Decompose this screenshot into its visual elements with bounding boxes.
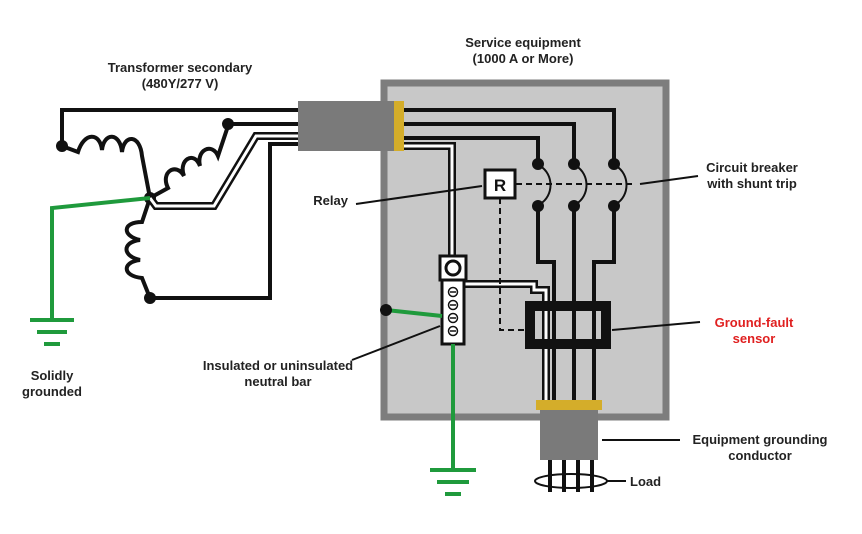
neutral-bar xyxy=(438,254,468,346)
phase-conductors-transformer xyxy=(60,108,300,300)
egc-label-line1: Equipment grounding xyxy=(692,432,827,447)
incoming-bushing xyxy=(394,101,404,151)
gfs-label-line2: sensor xyxy=(733,331,776,346)
neutral-bar-label-line2: neutral bar xyxy=(244,374,311,389)
transformer-grounding-conductor xyxy=(50,196,151,320)
ground-symbol-transformer xyxy=(30,318,74,346)
relay-control-wiring xyxy=(499,198,532,331)
transformer-label-line1: Transformer secondary xyxy=(108,60,253,75)
breaker-label-line2: with shunt trip xyxy=(706,176,797,191)
transformer-label-line2: (480Y/277 V) xyxy=(142,76,219,91)
solidly-grounded-label-line1: Solidly xyxy=(31,368,74,383)
breaker-label-line1: Circuit breaker xyxy=(706,160,798,175)
relay-box xyxy=(483,168,517,200)
egc-label-line2: conductor xyxy=(728,448,792,463)
outgoing-conduit xyxy=(540,410,598,460)
service-label-line1: Service equipment xyxy=(465,35,581,50)
load-group-ring xyxy=(534,473,608,489)
neutral-conductor-enclosure xyxy=(404,144,454,256)
load-label: Load xyxy=(630,474,661,489)
service-label-line2: (1000 A or More) xyxy=(473,51,574,66)
enclosure-bond-point xyxy=(380,304,392,316)
leader-lines xyxy=(351,175,701,482)
ground-fault-sensor xyxy=(525,301,611,349)
main-bonding-jumper xyxy=(385,308,443,318)
outgoing-bushing xyxy=(536,400,602,410)
neutral-bar-label-line1: Insulated or uninsulated xyxy=(203,358,353,373)
transformer-secondary xyxy=(56,118,234,304)
phase-conductors-enclosure xyxy=(404,108,616,163)
ground-symbol-service xyxy=(430,468,476,496)
solidly-grounded-label-line2: grounded xyxy=(22,384,82,399)
relay-letter: R xyxy=(494,176,506,195)
gfs-label-line1: Ground-fault xyxy=(715,315,794,330)
service-enclosure xyxy=(380,79,670,421)
relay-label: Relay xyxy=(313,193,348,208)
incoming-conduit xyxy=(298,101,394,151)
neutral-conductor-load xyxy=(462,282,548,400)
